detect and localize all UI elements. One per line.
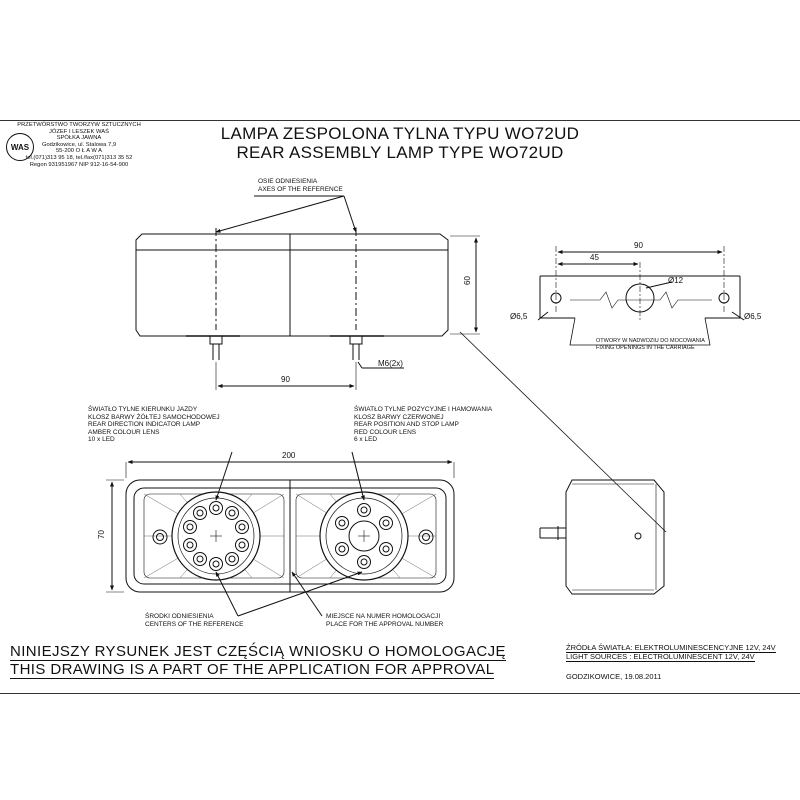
company-line: PRZETWÓRSTWO TWORZYW SZTUCZNYCH <box>17 122 141 128</box>
notice-polish: NINIEJSZY RYSUNEK JEST CZĘŚCIĄ WNIOSKU O… <box>10 643 506 661</box>
light-sources-polish: ŹRÓDŁA ŚWIATŁA: ELEKTROLUMINESCENCYJNE 1… <box>566 643 776 653</box>
top-view <box>135 195 480 390</box>
drawing-sheet-frame <box>0 120 800 694</box>
fixing-note-english: FIXING OPENINGS IN THE CARRIAGE <box>596 345 695 351</box>
label-line: RED COLOUR LENS <box>354 428 417 436</box>
logo-text: WAS <box>10 142 30 152</box>
company-line: tel.(071)313 95 18, tel./fax(071)313 35 … <box>25 154 133 161</box>
company-line: Regon 931951967 NIP 912-16-54-900 <box>29 161 129 168</box>
label-line: REAR DIRECTION INDICATOR LAMP <box>88 421 201 428</box>
label-line: AMBER COLOUR LENS <box>88 428 160 436</box>
approval-label-polish: MIEJSCE NA NUMER HOMOLOGACJI <box>326 613 441 620</box>
top-height-dimension: 60 <box>462 276 472 285</box>
title-polish: LAMPA ZESPOLONA TYLNA TYPU WO72UD <box>220 124 580 143</box>
axes-label-english: AXES OF THE REFERENCE <box>258 186 343 193</box>
center-hole-diameter: Ø12 <box>668 276 684 285</box>
side-view <box>539 479 665 595</box>
centers-label-polish: ŚRODKI ODNIESIENIA <box>145 613 214 620</box>
front-width-dimension: 200 <box>282 451 296 460</box>
front-view <box>106 451 455 617</box>
company-line: 55-200 O Ł A W A <box>55 148 103 155</box>
label-line: KLOSZ BARWY CZERWONEJ <box>354 413 444 421</box>
centers-label-english: CENTERS OF THE REFERENCE <box>145 621 244 628</box>
axes-label-polish: OSIE ODNIESIENIA <box>258 178 318 185</box>
approval-label-english: PLACE FOR THE APPROVAL NUMBER <box>326 621 444 628</box>
company-line: Godzikowice, ul. Stalowa 7,9 <box>41 141 117 148</box>
label-line: REAR POSITION AND STOP LAMP <box>354 421 459 428</box>
hole-half-dimension: 45 <box>590 253 599 262</box>
label-line: KLOSZ BARWY ŻÓŁTEJ SAMOCHODOWEJ <box>88 413 220 421</box>
hole-diagram <box>537 246 745 346</box>
right-hole-diameter: Ø6,5 <box>744 312 762 321</box>
leader-line <box>459 331 667 533</box>
company-line: SPÓŁKA JAWNA <box>56 135 102 142</box>
light-sources-english: LIGHT SOURCES : ELECTROLUMINESCENT 12V, … <box>566 652 755 662</box>
label-line: 6 x LED <box>354 436 378 443</box>
label-line: ŚWIATŁO TYLNE POZYCYJNE I HAMOWANIA <box>354 406 493 413</box>
company-logo: WAS <box>6 133 34 161</box>
thread-label: M6(2x) <box>378 359 403 368</box>
label-line: ŚWIATŁO TYLNE KIERUNKU JAZDY <box>88 406 198 413</box>
place-date: GODZIKOWICE, 19.08.2011 <box>566 672 662 681</box>
indicator-lamp-label: ŚWIATŁO TYLNE KIERUNKU JAZDY KLOSZ BARWY… <box>88 406 220 444</box>
label-line: 10 x LED <box>88 436 115 443</box>
company-info: PRZETWÓRSTWO TWORZYW SZTUCZNYCH JÓZEF I … <box>4 122 154 168</box>
stop-lamp-label: ŚWIATŁO TYLNE POZYCYJNE I HAMOWANIA KLOS… <box>354 406 492 444</box>
notice-english: THIS DRAWING IS A PART OF THE APPLICATIO… <box>10 661 495 679</box>
top-width-dimension: 90 <box>281 375 290 384</box>
title-english: REAR ASSEMBLY LAMP TYPE WO72UD <box>236 143 564 162</box>
front-height-dimension: 70 <box>96 530 106 539</box>
fixing-note-polish: OTWORY W NADWOZIU DO MOCOWANIA <box>596 338 705 344</box>
left-hole-diameter: Ø6,5 <box>510 312 528 321</box>
company-line: JÓZEF I LESZEK WAŚ <box>48 128 110 135</box>
hole-width-dimension: 90 <box>634 241 643 250</box>
